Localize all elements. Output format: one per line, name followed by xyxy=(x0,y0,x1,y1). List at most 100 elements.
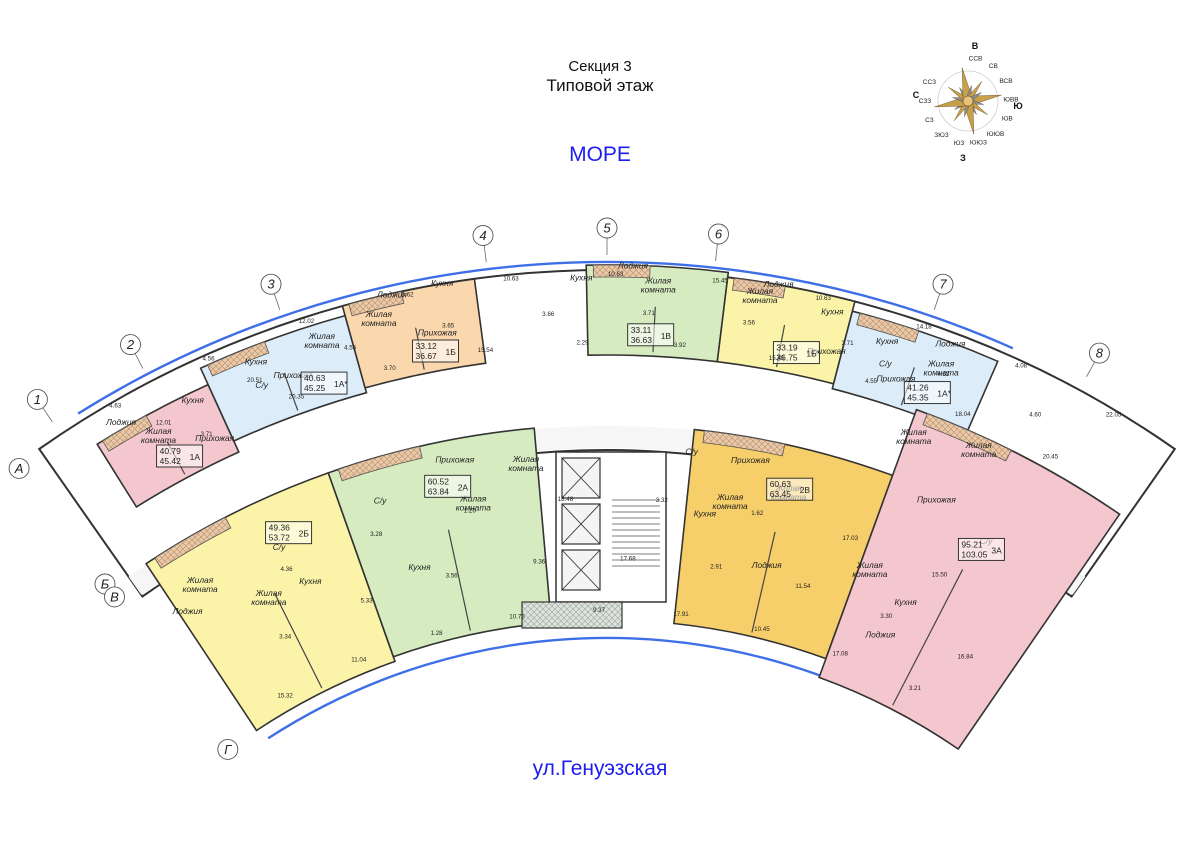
room-area-value: 15.45 xyxy=(769,355,785,362)
room-label-hall: Прихожая xyxy=(435,454,474,464)
room-area-value: 20.35 xyxy=(289,393,305,400)
room-label-hall: Прихожая xyxy=(731,455,770,465)
room-area-value: 15.45 xyxy=(712,278,728,285)
apartment-type: 3А xyxy=(991,545,1002,555)
total-area: 36.67 xyxy=(416,351,438,361)
living-area: 33.19 xyxy=(776,343,798,353)
total-area: 53.72 xyxy=(269,533,291,543)
area-box-frame xyxy=(903,381,951,405)
room-area-value: 10.63 xyxy=(815,295,831,302)
room-area-value: 15.54 xyxy=(478,347,494,354)
total-area: 45.35 xyxy=(907,393,929,403)
loggia xyxy=(732,277,786,299)
room-area-value: 12.01 xyxy=(156,419,172,426)
room-area-value: 17.68 xyxy=(620,555,636,562)
total-area: 36.75 xyxy=(776,353,798,363)
axis-bubble xyxy=(260,273,282,295)
axis-number: 6 xyxy=(715,227,723,242)
room-area-value: 4.08 xyxy=(1015,362,1028,369)
compass-secondary-label: СЗ xyxy=(925,117,934,124)
partition-wall xyxy=(751,531,776,633)
living-area: 33.12 xyxy=(416,341,438,351)
loggia xyxy=(922,413,1012,462)
sea-facade-line xyxy=(77,260,1014,415)
living-area: 33.11 xyxy=(631,325,652,335)
room-label-loggia: Лоджия xyxy=(751,560,782,570)
room-area-value: 3.65 xyxy=(442,322,455,329)
loggia xyxy=(337,445,423,482)
apartment-type: 1Б* xyxy=(806,349,820,359)
room-label-kitchen: Кухня xyxy=(694,508,717,518)
compass-secondary-label: ССВ xyxy=(969,56,983,63)
room-area-value: 17.91 xyxy=(673,611,689,618)
axis-tick xyxy=(134,353,144,369)
loggia xyxy=(102,415,153,452)
axis-bubble xyxy=(8,457,30,479)
room-label-loggia: Лоджия xyxy=(105,417,136,427)
room-label-kitchen: Кухня xyxy=(245,356,268,366)
room-area-value: 5.33 xyxy=(360,598,373,605)
room-area-value: 4.60 xyxy=(1029,412,1042,419)
partition-wall xyxy=(283,372,299,411)
axis-bubble xyxy=(708,223,729,245)
axis-letter: Г xyxy=(224,742,232,757)
living-area: 40.79 xyxy=(160,446,182,456)
room-area-value: 4.55 xyxy=(865,378,878,385)
room-label-kitchen: Кухня xyxy=(408,562,431,572)
floor-title: Типовой этаж xyxy=(546,76,654,95)
axis-bubble xyxy=(932,273,954,295)
living-area: 60.52 xyxy=(428,476,450,486)
room-label-hall: Прихожая xyxy=(274,370,313,380)
area-box-frame xyxy=(156,444,204,468)
room-area-value: 22.05 xyxy=(1106,411,1122,418)
room-area-value: 3.71 xyxy=(201,431,214,438)
axis-letter: В xyxy=(110,589,119,604)
axis-tick xyxy=(1086,361,1096,377)
loggia xyxy=(702,430,786,457)
lift-cross xyxy=(561,549,601,591)
room-label-bath: С/у xyxy=(374,495,387,505)
room-label-loggia: Лоджия xyxy=(617,260,648,270)
compass-secondary-label: ЮЗ xyxy=(954,140,965,147)
compass-primary-label: Ю xyxy=(1013,101,1022,111)
lift-cross xyxy=(561,457,601,499)
street-label: ул.Генуэзская xyxy=(532,757,668,780)
room-area-value: 5.62 xyxy=(402,291,415,298)
room-area-value: 3.92 xyxy=(674,342,687,349)
axis-tick xyxy=(933,293,941,310)
partition-wall xyxy=(447,529,471,631)
apartment-type: 2Б xyxy=(299,529,310,539)
room-label-kitchen: Кухня xyxy=(431,278,454,288)
room-area-value: 12.02 xyxy=(299,318,315,325)
apartment-type: 1А xyxy=(190,452,201,462)
room-label-kitchen: Кухня xyxy=(182,395,205,405)
area-box-frame xyxy=(300,371,348,395)
total-area: 45.25 xyxy=(304,383,326,393)
room-area-value: 1.26 xyxy=(464,508,477,515)
room-label-loggia: Лоджия xyxy=(376,290,407,300)
apartment-type: 2А xyxy=(458,482,469,492)
room-area-value: 3.32 xyxy=(656,497,669,504)
total-area: 45.42 xyxy=(160,456,182,466)
axis-number: 7 xyxy=(939,277,947,292)
room-area-value: 3.70 xyxy=(384,365,397,372)
room-area-value: 2.91 xyxy=(710,564,723,571)
axis-letter: А xyxy=(14,461,24,476)
area-box-frame xyxy=(957,537,1005,561)
room-label-bath: С/у xyxy=(685,446,698,456)
apartment-type: 1Б xyxy=(446,347,457,357)
apartment-type: 1А* xyxy=(334,379,348,389)
loggia xyxy=(154,516,232,569)
axis-tick xyxy=(42,407,53,423)
axis-bubble xyxy=(120,334,141,356)
